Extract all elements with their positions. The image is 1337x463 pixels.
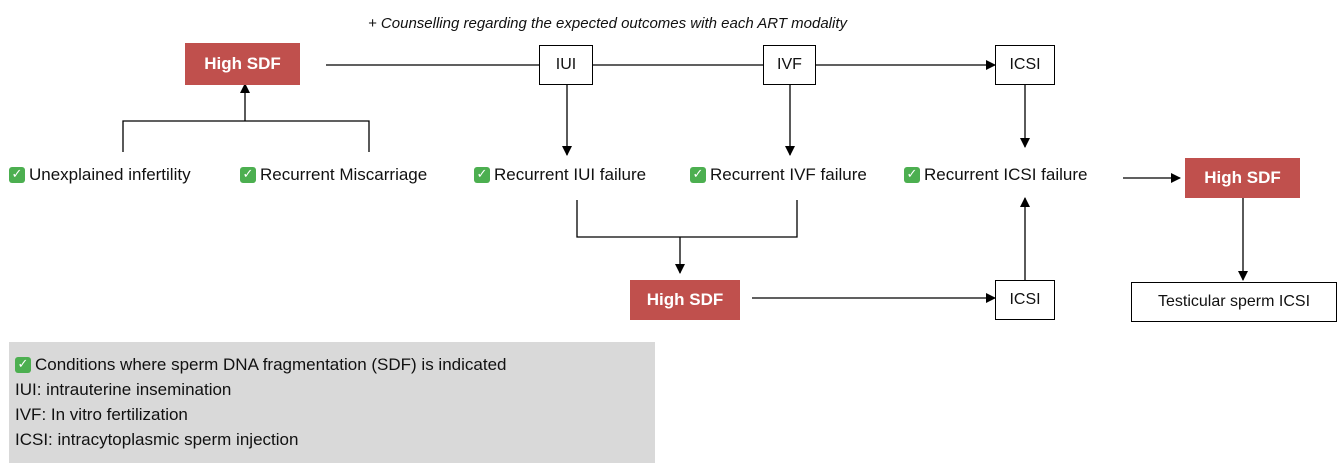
iui-box: IUI [539,45,593,85]
high-sdf-top-box: High SDF [185,43,300,85]
check-icon: ✓ [474,167,490,183]
bracket-top-left [122,120,370,152]
high-sdf-right-box: High SDF [1185,158,1300,198]
condition-unexplained-infertility: ✓Unexplained infertility [9,165,191,185]
legend: ✓Conditions where sperm DNA fragmentatio… [9,342,655,463]
condition-label: Unexplained infertility [29,165,191,184]
condition-label: Recurrent IVF failure [710,165,867,184]
icsi-top-box: ICSI [995,45,1055,85]
icsi-bottom-box: ICSI [995,280,1055,320]
condition-recurrent-ivf-failure: ✓Recurrent IVF failure [690,165,867,185]
condition-label: Recurrent ICSI failure [924,165,1088,184]
condition-label: Recurrent IUI failure [494,165,647,184]
testicular-sperm-icsi-box: Testicular sperm ICSI [1131,282,1337,322]
legend-ivf: IVF: In vitro fertilization [15,405,188,424]
check-icon: ✓ [15,356,31,373]
legend-iui: IUI: intrauterine insemination [15,380,232,399]
bracket-bottom [576,200,798,238]
check-icon: ✓ [9,167,25,183]
check-icon: ✓ [904,167,920,183]
legend-check-line: ✓Conditions where sperm DNA fragmentatio… [15,352,649,377]
condition-label: Recurrent Miscarriage [260,165,428,184]
condition-recurrent-miscarriage: ✓Recurrent Miscarriage [240,165,427,185]
check-icon: ✓ [240,167,256,183]
high-sdf-bottom-box: High SDF [630,280,740,320]
condition-recurrent-icsi-failure: ✓Recurrent ICSI failure [904,165,1087,185]
check-icon: ✓ [690,167,706,183]
legend-check-text: Conditions where sperm DNA fragmentation… [35,355,507,374]
counselling-note: + Counselling regarding the expected out… [368,15,848,32]
condition-recurrent-iui-failure: ✓Recurrent IUI failure [474,165,646,185]
legend-icsi: ICSI: intracytoplasmic sperm injection [15,430,299,449]
ivf-box: IVF [763,45,816,85]
